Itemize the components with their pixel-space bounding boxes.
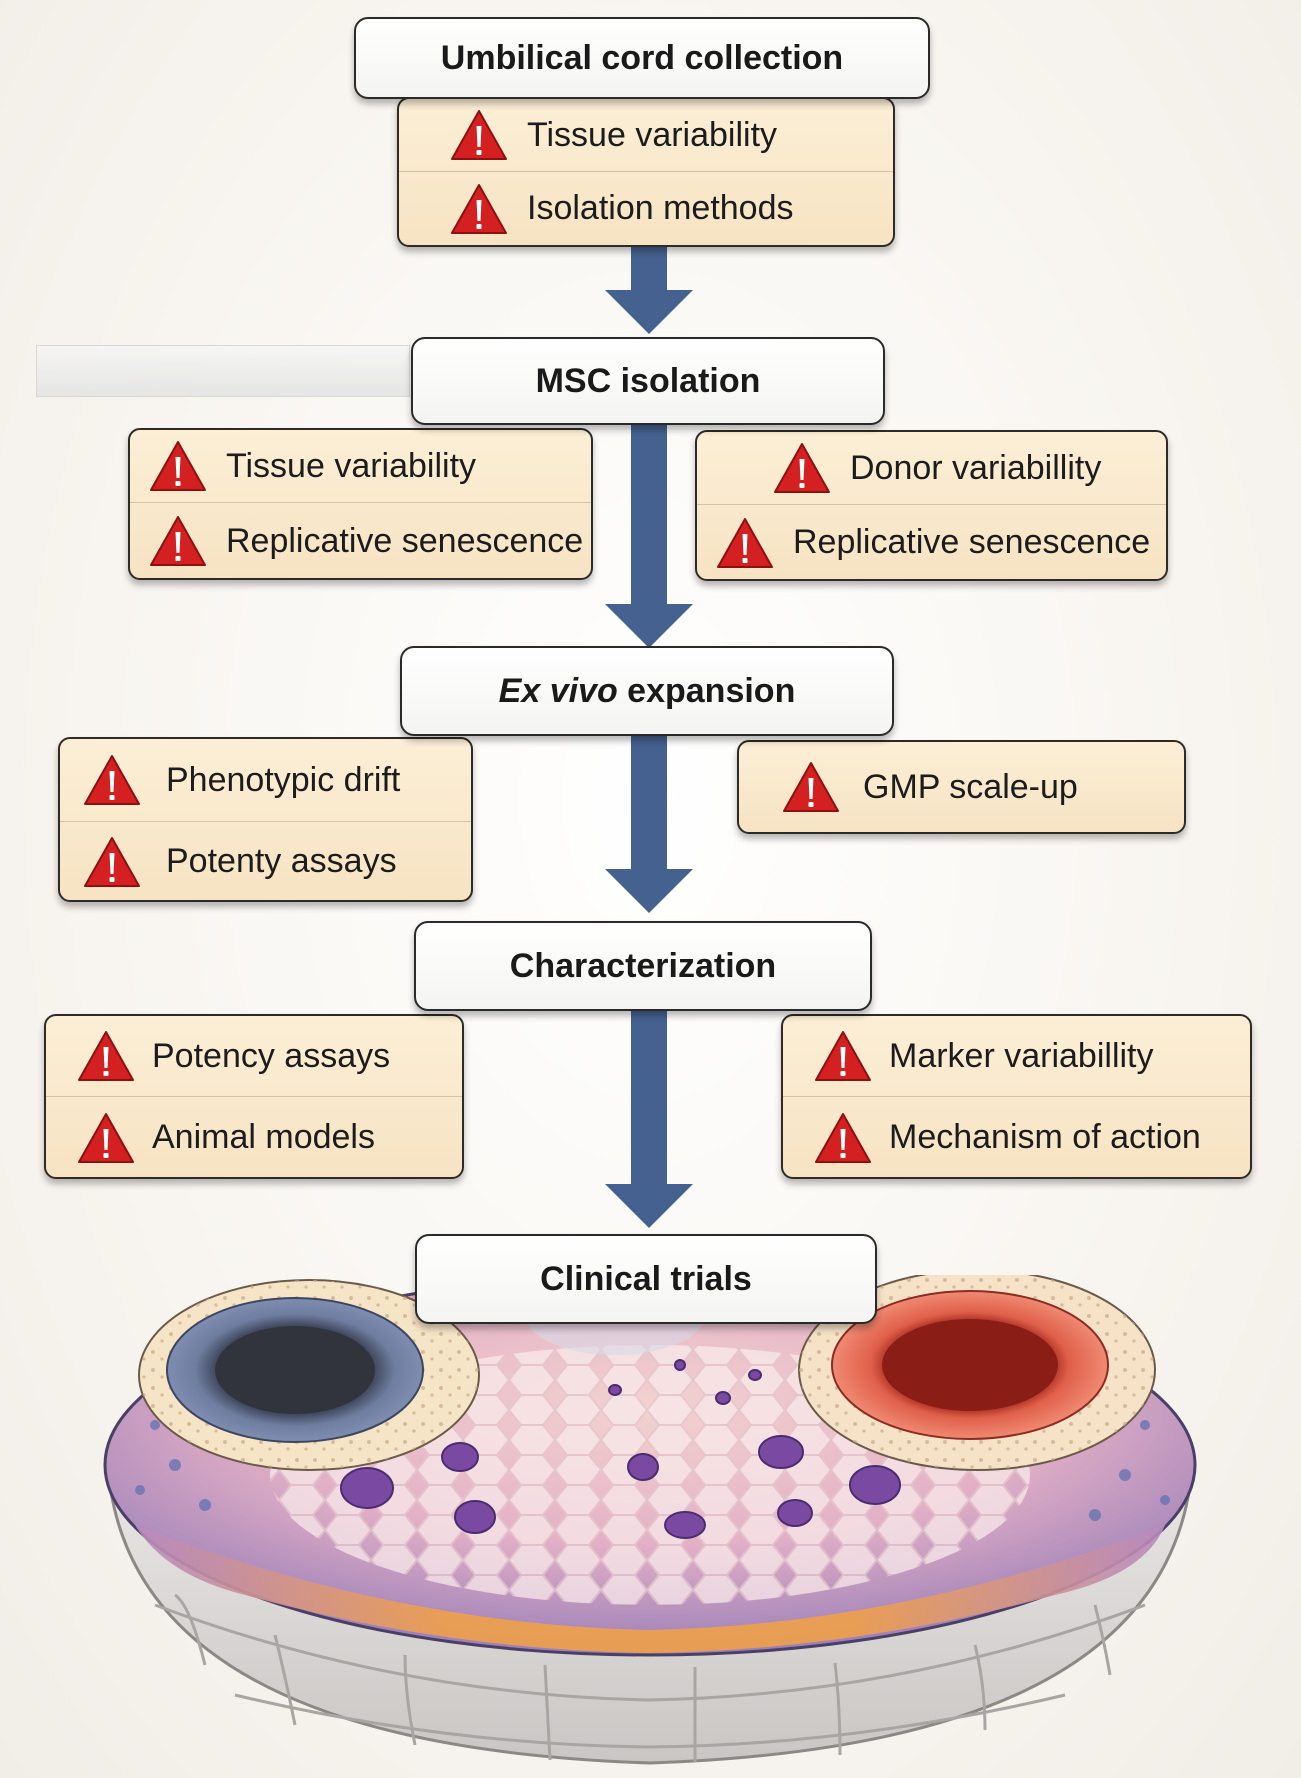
warning-triangle-icon: [449, 108, 509, 162]
warning-triangle-icon: [781, 760, 841, 814]
challenge-item: Replicative senescence: [697, 504, 1166, 580]
challenge-item: GMP scale-up: [739, 742, 1184, 832]
challenge-item: Isolation methods: [399, 171, 893, 245]
challenge-item: Replicative senescence: [130, 502, 591, 579]
step-clinical-trials: Clinical trials: [415, 1234, 877, 1324]
umbilical-cord-cross-section-illustration: [103, 1275, 1197, 1765]
warning-triangle-icon: [772, 441, 832, 495]
warning-triangle-icon: [813, 1029, 873, 1083]
step-umbilical-cord-collection: Umbilical cord collection: [354, 17, 930, 99]
warning-triangle-icon: [813, 1111, 873, 1165]
challenge-item: Animal models: [46, 1096, 462, 1178]
challenge-item: Potenty assays: [60, 821, 471, 901]
challenge-item: Mechanism of action: [783, 1096, 1250, 1178]
challenges-expansion-right: GMP scale-up: [737, 740, 1186, 834]
warning-triangle-icon: [148, 439, 208, 493]
step-label: Clinical trials: [540, 1259, 752, 1298]
step-label: Umbilical cord collection: [440, 38, 844, 77]
challenge-item: Donor variabillity: [697, 432, 1166, 504]
challenge-item: Tissue variability: [130, 430, 591, 502]
challenges-characterization-left: Potency assays Animal models: [44, 1014, 464, 1179]
step-label: MSC isolation: [535, 361, 761, 400]
step-characterization: Characterization: [414, 921, 872, 1011]
challenge-item: Potency assays: [46, 1016, 462, 1096]
warning-triangle-icon: [449, 182, 509, 236]
challenges-isolation-right: Donor variabillity Replicative senescenc…: [695, 430, 1168, 581]
warning-triangle-icon: [148, 514, 208, 568]
step-label: Characterization: [509, 946, 777, 985]
warning-triangle-icon: [715, 516, 775, 570]
warning-triangle-icon: [82, 835, 142, 889]
step-ex-vivo-expansion: Ex vivo expansion: [400, 646, 894, 736]
step-label: Ex vivo expansion: [498, 671, 796, 710]
warning-triangle-icon: [76, 1111, 136, 1165]
challenges-characterization-right: Marker variabillity Mechanism of action: [781, 1014, 1252, 1179]
challenge-item: Phenotypic drift: [60, 739, 471, 821]
warning-triangle-icon: [82, 753, 142, 807]
challenge-item: Tissue variability: [399, 99, 893, 171]
challenges-isolation-left: Tissue variability Replicative senescenc…: [128, 428, 593, 580]
step-msc-isolation: MSC isolation: [411, 337, 885, 425]
background-paper-strip: [36, 345, 410, 397]
challenges-expansion-left: Phenotypic drift Potenty assays: [58, 737, 473, 902]
challenge-item: Marker variabillity: [783, 1016, 1250, 1096]
warning-triangle-icon: [76, 1029, 136, 1083]
challenges-collection: Tissue variability Isolation methods: [397, 97, 895, 247]
